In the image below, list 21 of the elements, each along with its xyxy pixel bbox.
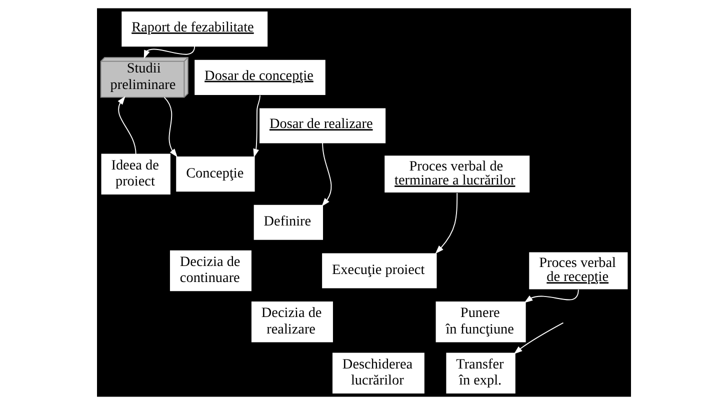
arrow [322,142,332,206]
arrow [164,96,178,158]
node-box: Execuţie proiect [322,253,437,288]
arrow [118,96,136,155]
node-box: Decizia de continuare [170,250,252,292]
node-box: Transfer în expl. [446,352,516,394]
node-box: Dosar de concepţie [194,60,326,95]
node-box: Raport de fezabilitate [122,12,268,47]
node-box: Concepţie [176,156,255,192]
arrow [253,94,260,158]
node-box: Punere în funcţiune [436,302,526,342]
node-box: Ideea de proiect [101,154,170,194]
arrow [514,322,564,354]
arrow [524,289,579,303]
node-box: Definire [254,204,324,240]
arrow [435,192,458,254]
node-box: Dosar de realizare [260,108,386,144]
node-box: Proces verbal de recepţie [529,252,628,290]
node-box: Deschiderea lucrărilor [332,352,424,394]
node-box: Decizia de realizare [251,302,333,342]
node-box: Proces verbal de terminare a lucrărilor [384,156,530,193]
